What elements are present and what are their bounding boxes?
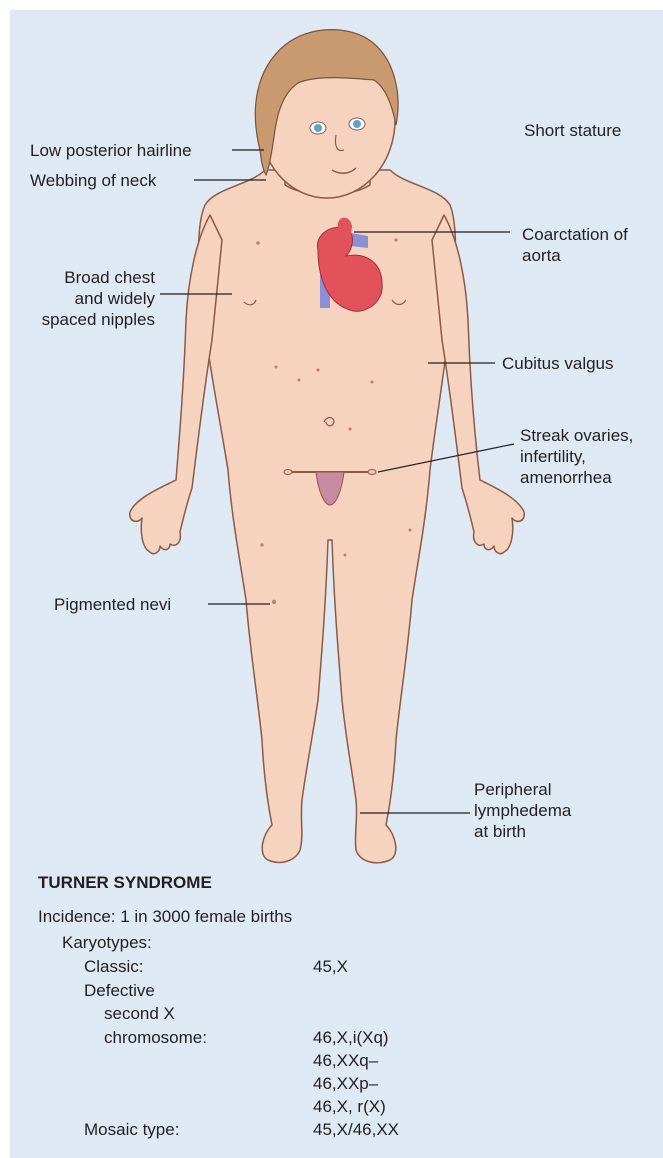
label-low-posterior-hairline: Low posterior hairline: [30, 140, 192, 161]
label-streak-ovaries: Streak ovaries, infertility, amenorrhea: [520, 425, 633, 488]
mosaic-value: 45,X/46,XX: [313, 1119, 399, 1140]
defective-label-line3: chromosome:: [104, 1027, 207, 1048]
label-broad-chest: Broad chest and widely spaced nipples: [42, 267, 155, 330]
defective-label-line2: second X: [104, 1003, 175, 1024]
defective-value: 46,X, r(X): [313, 1096, 386, 1117]
defective-value: 46,XXq–: [313, 1050, 378, 1071]
karyotypes-heading: Karyotypes:: [62, 932, 152, 953]
label-pigmented-nevi: Pigmented nevi: [54, 594, 171, 615]
defective-label-line1: Defective: [84, 980, 155, 1001]
incidence-text: Incidence: 1 in 3000 female births: [38, 906, 292, 927]
mosaic-label: Mosaic type:: [84, 1119, 179, 1140]
label-coarctation-of-aorta: Coarctation of aorta: [522, 224, 628, 266]
label-cubitus-valgus: Cubitus valgus: [502, 353, 614, 374]
classic-value: 45,X: [313, 956, 348, 977]
classic-label: Classic:: [84, 956, 144, 977]
label-webbing-of-neck: Webbing of neck: [30, 170, 156, 191]
syndrome-title: TURNER SYNDROME: [38, 873, 212, 893]
label-peripheral-lymphedema: Peripheral lymphedema at birth: [474, 779, 571, 842]
label-short-stature: Short stature: [524, 120, 621, 141]
figure-body: [130, 42, 525, 863]
defective-value: 46,X,i(Xq): [313, 1027, 389, 1048]
defective-value: 46,XXp–: [313, 1073, 378, 1094]
